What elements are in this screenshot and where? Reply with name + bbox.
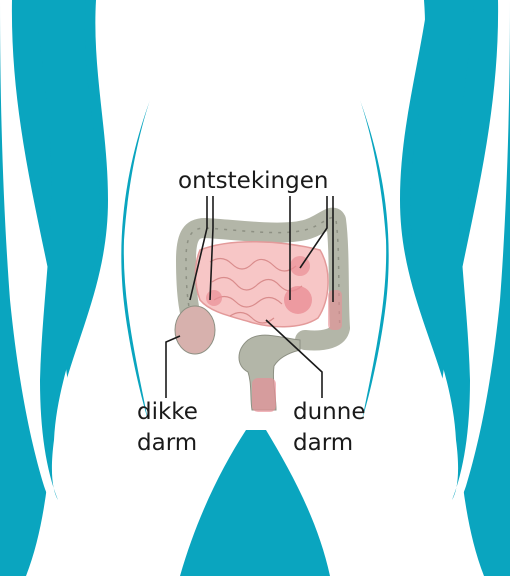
rectum-inflammation bbox=[252, 378, 276, 412]
inflammation-spot bbox=[284, 286, 312, 314]
inflammation-spot bbox=[206, 290, 222, 306]
inflammation-spot bbox=[328, 290, 342, 330]
label-small-intestine-line2: darm bbox=[293, 428, 353, 458]
cecum bbox=[175, 306, 215, 354]
label-small-intestine-line1: dunne bbox=[293, 397, 365, 427]
label-large-intestine-line2: darm bbox=[137, 428, 197, 458]
label-inflammations: ontstekingen bbox=[178, 166, 328, 196]
label-large-intestine-line1: dikke bbox=[137, 397, 198, 427]
